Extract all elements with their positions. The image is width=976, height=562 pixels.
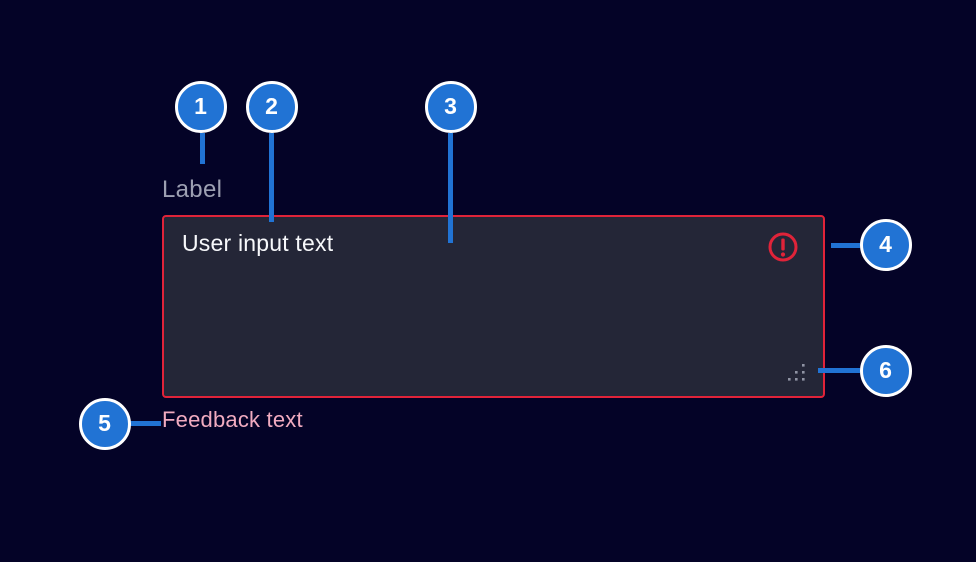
callout-number: 4	[879, 231, 892, 257]
callout-connector-5	[130, 421, 161, 426]
callout-connector-2	[269, 133, 274, 222]
resize-gripper-icon[interactable]	[788, 364, 806, 382]
callout-badge-6: 6	[859, 344, 912, 397]
callout-number: 6	[879, 357, 892, 383]
callout-number: 1	[194, 93, 207, 119]
textarea-field[interactable]: User input text	[162, 215, 825, 398]
callout-badge-1: 1	[174, 80, 227, 133]
callout-badge-5: 5	[78, 397, 131, 450]
textarea-label: Label	[162, 176, 223, 203]
callout-badge-4: 4	[859, 218, 912, 271]
callout-badge-2: 2	[245, 80, 298, 133]
callout-connector-3	[448, 133, 453, 243]
error-icon	[768, 232, 798, 262]
callout-connector-4	[831, 243, 860, 248]
callout-number: 2	[265, 93, 278, 119]
callout-number: 5	[98, 410, 111, 436]
callout-connector-6	[818, 368, 860, 373]
textarea-value: User input text	[182, 230, 334, 256]
callout-number: 3	[444, 93, 457, 119]
feedback-text: Feedback text	[162, 407, 303, 432]
callout-badge-3: 3	[424, 80, 477, 133]
callout-connector-1	[200, 133, 205, 164]
